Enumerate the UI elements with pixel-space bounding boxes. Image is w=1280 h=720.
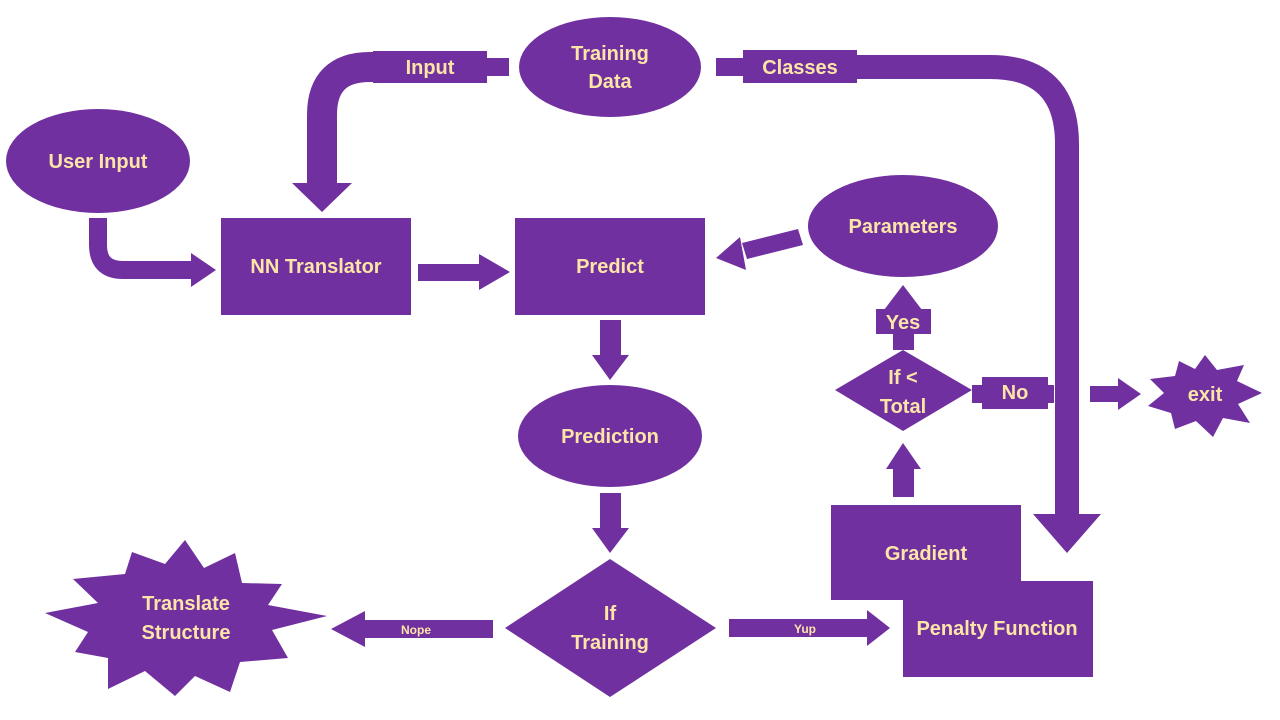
arrow-gradient-to-if-total [886,443,921,497]
label-prediction: Prediction [561,426,659,448]
connector-input [292,51,509,212]
arrow-nope [331,611,493,647]
node-parameters [808,175,998,277]
label-translate-structure-line1: Translate [142,593,230,615]
arrow-yes [876,285,931,350]
label-if-training-line2: Training [571,632,649,654]
label-parameters: Parameters [849,216,958,238]
node-exit [1148,355,1262,437]
label-predict: Predict [576,256,644,278]
node-prediction [518,385,702,487]
label-user-input: User Input [49,151,148,173]
edge-label-classes: Classes [762,57,838,79]
label-nn-translator: NN Translator [250,256,381,278]
node-translate-structure [45,540,327,696]
arrow-no [972,377,1141,410]
arrow-user-input-to-translator [89,218,216,287]
label-if-total-line1: If < [888,367,917,389]
node-nn-translator [221,218,411,315]
label-training-data-line2: Data [588,71,632,93]
label-translate-structure-line2: Structure [142,622,231,644]
edge-label-nope: Nope [401,623,431,637]
edge-label-yes: Yes [886,312,920,334]
arrow-prediction-to-if-training [592,493,629,553]
connector-classes [716,50,1101,553]
node-if-training [505,559,716,697]
label-if-total-line2: Total [880,396,926,418]
node-training-data [519,17,701,117]
node-user-input [6,109,190,213]
label-exit: exit [1188,384,1223,406]
label-penalty-function: Penalty Function [916,618,1077,640]
arrow-parameters-to-predict [716,229,803,270]
label-training-data-line1: Training [571,43,649,65]
edge-label-yup: Yup [794,622,816,636]
node-gradient [831,505,1021,600]
label-if-training-line1: If [604,603,617,625]
edge-label-no: No [1002,382,1029,404]
arrow-predict-to-prediction [592,320,629,380]
node-if-total [835,350,972,431]
label-gradient: Gradient [885,543,968,565]
arrow-yup [729,610,890,646]
arrow-translator-to-predict [418,254,510,290]
node-predict [515,218,705,315]
edge-label-input: Input [406,57,455,79]
